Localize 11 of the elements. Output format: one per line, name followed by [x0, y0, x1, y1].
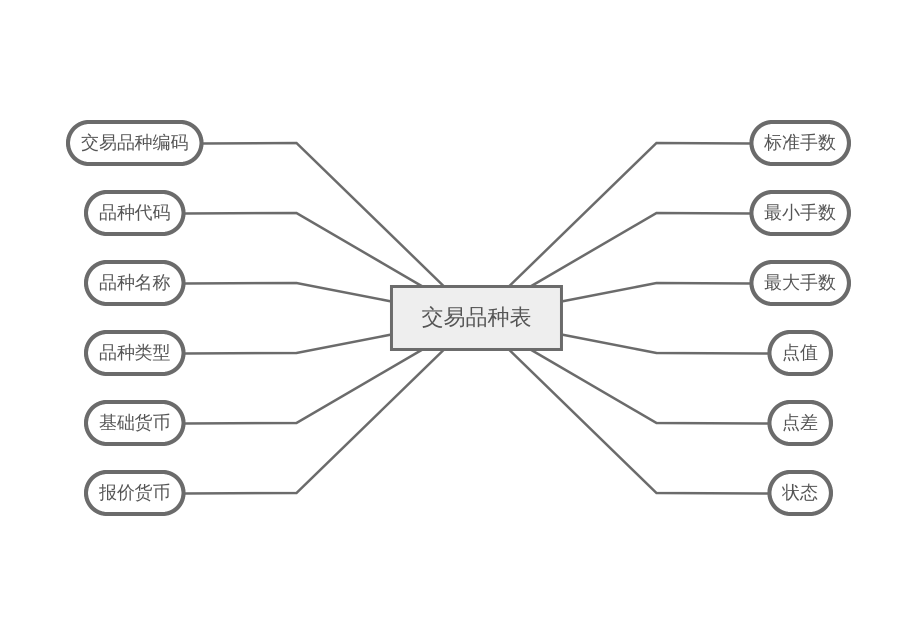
connector	[184, 348, 445, 495]
connector	[184, 348, 424, 425]
connector	[508, 142, 752, 288]
connector	[530, 348, 770, 425]
node-box: 交易品种表	[390, 285, 563, 351]
connector	[202, 142, 445, 288]
connector	[561, 282, 752, 303]
connector	[508, 348, 770, 495]
connector	[561, 333, 770, 355]
connector	[184, 333, 392, 355]
connector	[184, 282, 392, 303]
